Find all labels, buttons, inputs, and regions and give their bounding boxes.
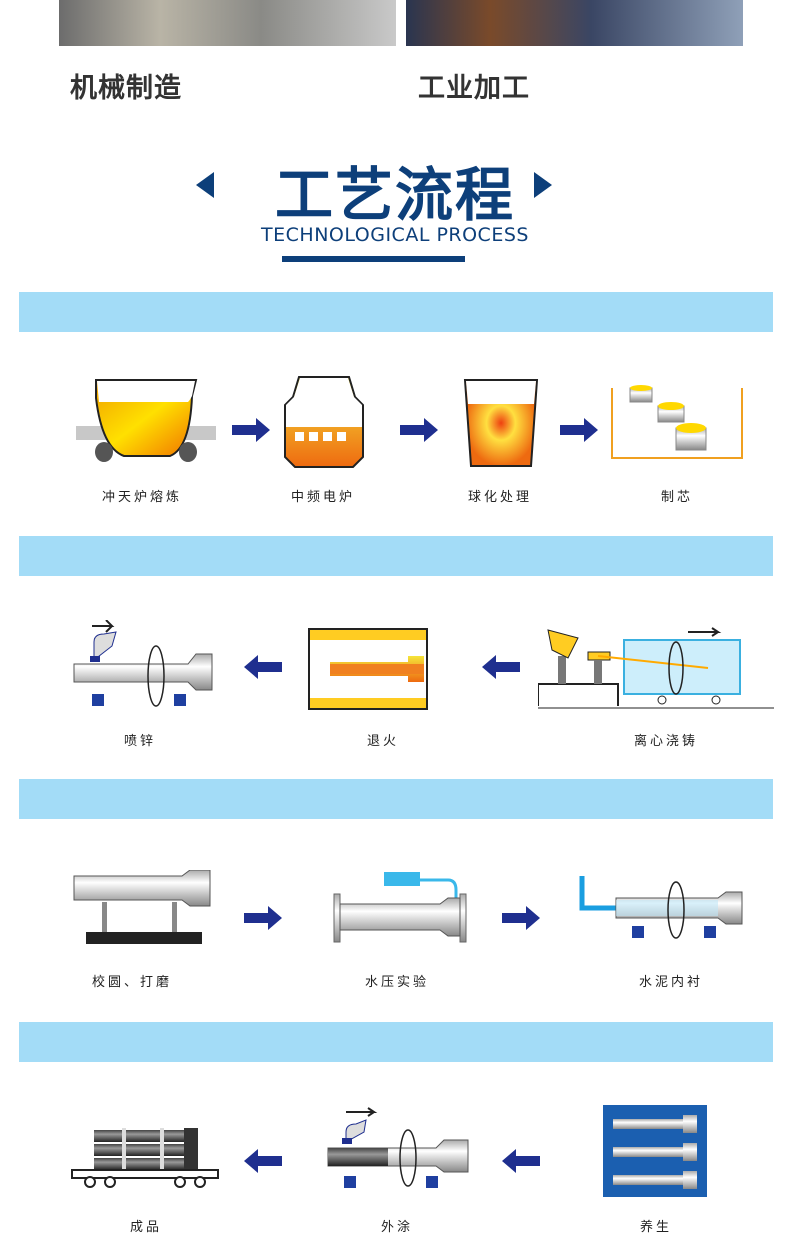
step-label: 离心浇铸 <box>633 734 699 749</box>
row-band-2 <box>19 536 773 576</box>
section-title: 工艺流程 <box>274 161 515 229</box>
caption-industry: 工业加工 <box>418 73 530 104</box>
caption-machinery: 机械制造 <box>70 73 182 104</box>
curing-icon <box>603 1105 707 1197</box>
centrifugal-casting-icon <box>538 627 774 709</box>
arrow-right-icon <box>560 418 598 442</box>
arrow-left-icon <box>482 655 520 679</box>
arrow-left-icon <box>244 1149 282 1173</box>
section-subtitle: TECHNOLOGICAL PROCESS <box>261 224 529 246</box>
step-label: 成品 <box>129 1220 163 1235</box>
arrow-right-icon <box>502 906 540 930</box>
left-triangle-icon <box>196 172 214 198</box>
finished-product-icon <box>71 1128 219 1188</box>
hydrostatic-test-icon <box>333 872 467 943</box>
cement-lining-icon <box>579 876 743 939</box>
right-triangle-icon <box>534 172 552 198</box>
zinc-spraying-icon <box>73 620 213 707</box>
step-label: 中频电炉 <box>290 490 356 505</box>
step-label: 校圆、打磨 <box>91 975 173 990</box>
cupola-melting-icon <box>76 379 216 462</box>
step-label: 水泥内衬 <box>638 975 704 990</box>
step-label: 外涂 <box>380 1220 414 1235</box>
row-band-3 <box>19 779 773 819</box>
rounding-grinding-icon <box>73 870 211 944</box>
industry-photo <box>406 0 743 46</box>
machinery-photo <box>59 0 396 46</box>
annealing-icon <box>308 628 428 710</box>
step-label: 养生 <box>639 1220 673 1235</box>
step-label: 水压实验 <box>364 975 430 990</box>
row-band-4 <box>19 1022 773 1062</box>
core-making-icon <box>611 385 743 459</box>
title-underline <box>282 256 465 262</box>
induction-furnace-icon <box>284 376 364 468</box>
step-label: 喷锌 <box>123 734 157 749</box>
row-band-1 <box>19 292 773 332</box>
arrow-right-icon <box>400 418 438 442</box>
step-label: 球化处理 <box>467 490 533 505</box>
step-label: 退火 <box>366 734 400 749</box>
arrow-right-icon <box>232 418 270 442</box>
arrow-left-icon <box>244 655 282 679</box>
spheroidizing-icon <box>463 379 539 467</box>
arrow-right-icon <box>244 906 282 930</box>
step-label: 冲天炉熔炼 <box>101 490 183 505</box>
arrow-left-icon <box>502 1149 540 1173</box>
external-coating-icon <box>327 1107 469 1188</box>
step-label: 制芯 <box>660 490 694 505</box>
